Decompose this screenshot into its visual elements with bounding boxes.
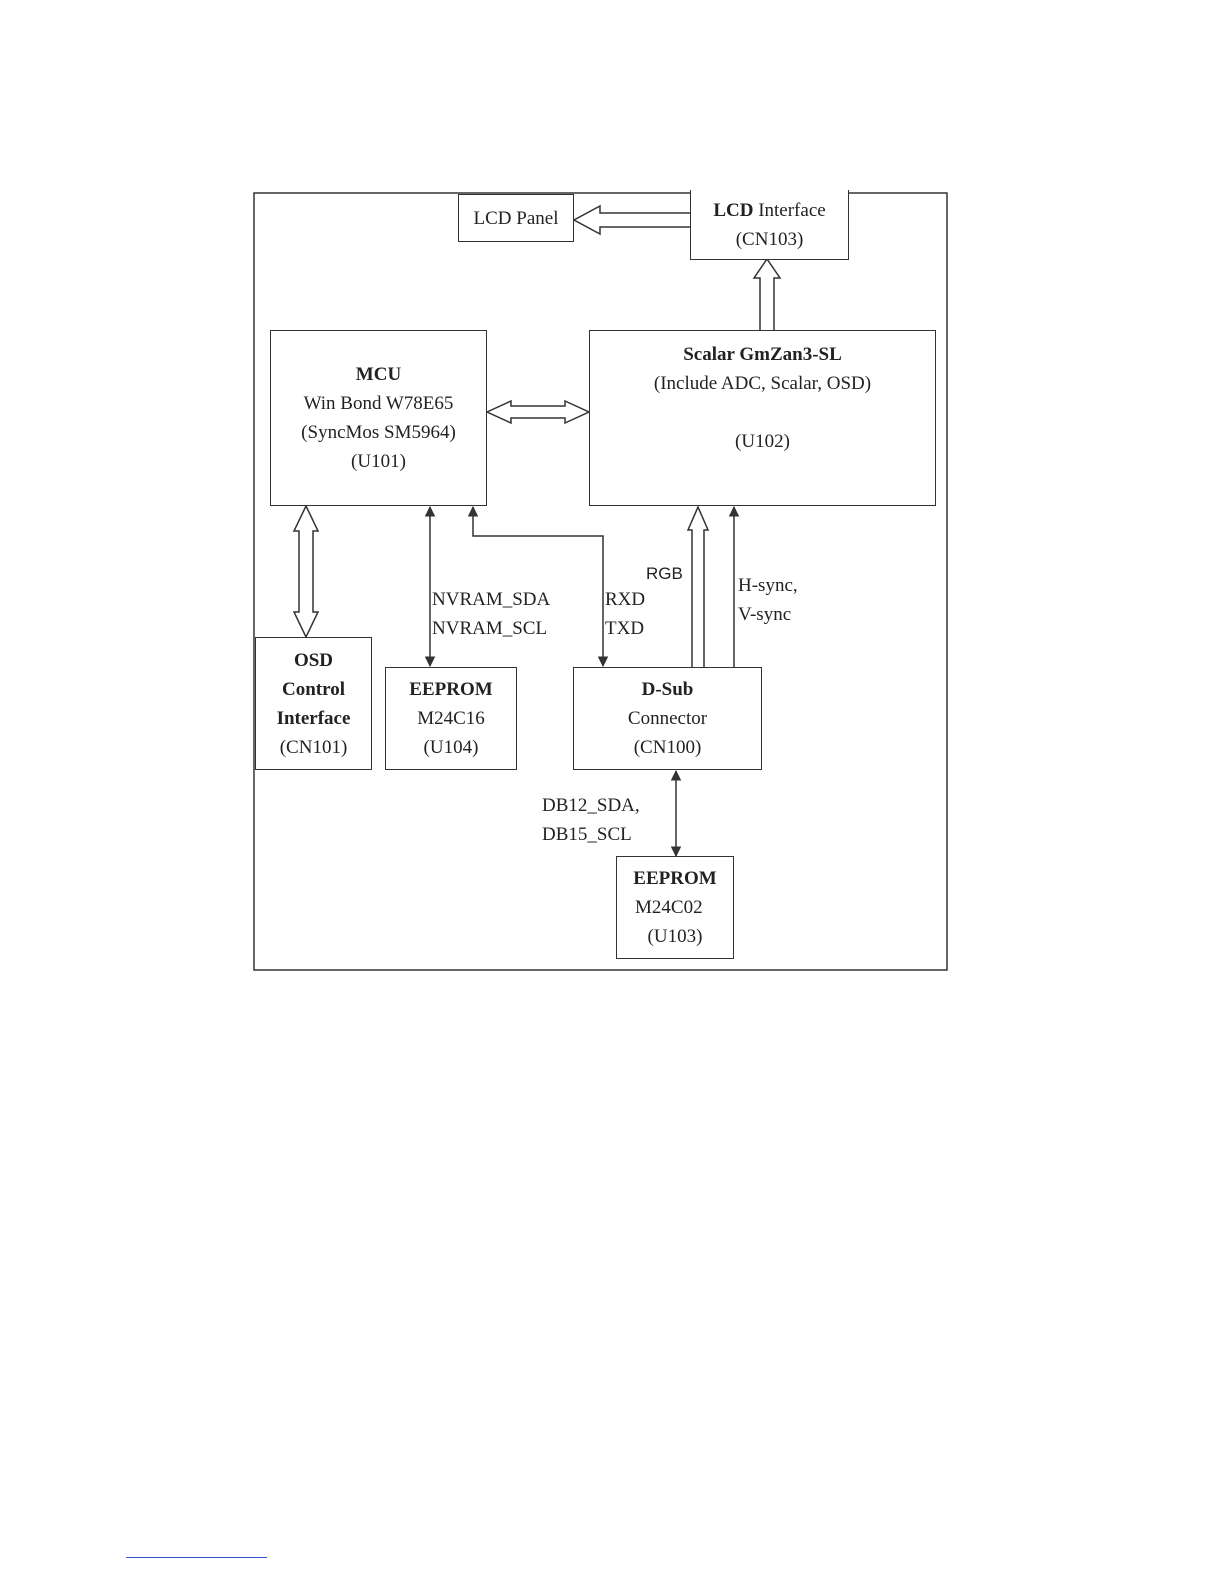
eeprom-u104-ref: (U104) (424, 733, 479, 762)
dsub-line-1: Connector (628, 704, 707, 733)
signal-txd: TXD (605, 614, 644, 643)
mcu-title: MCU (356, 360, 401, 389)
arrow-scalar-to-lcd-interface (754, 259, 780, 331)
eeprom-u104-part: M24C16 (417, 704, 485, 733)
signal-nvram-sda: NVRAM_SDA (432, 585, 550, 614)
block-lcd-panel: LCD Panel (458, 194, 574, 242)
block-eeprom-u103: EEPROM M24C02 (U103) (616, 856, 734, 959)
signal-db12-sda: DB12_SDA, (542, 791, 640, 820)
dsub-line-2: (CN100) (634, 733, 702, 762)
block-mcu: MCU Win Bond W78E65 (SyncMos SM5964) (U1… (270, 330, 487, 506)
footnote-rule (126, 1557, 267, 1558)
lcd-interface-title: LCD (713, 200, 753, 221)
eeprom-u103-part: M24C02 (617, 893, 703, 922)
mcu-line-2: (SyncMos SM5964) (301, 418, 456, 447)
osd-ref: (CN101) (280, 733, 348, 762)
arrow-mcu-scalar-bus (487, 401, 589, 423)
osd-title-2: Control (282, 675, 345, 704)
scalar-line-2: (U102) (735, 427, 790, 456)
arrow-dsub-scalar-rgb (688, 507, 708, 668)
block-eeprom-u104: EEPROM M24C16 (U104) (385, 667, 517, 770)
arrow-mcu-osd (294, 506, 318, 637)
block-lcd-interface: LCD Interface (CN103) (690, 190, 849, 260)
signal-db15-scl: DB15_SCL (542, 820, 632, 849)
lcd-panel-label: LCD Panel (474, 204, 559, 233)
mcu-line-3: (U101) (351, 447, 406, 476)
signal-hsync: H-sync, (738, 571, 798, 600)
signal-nvram-scl: NVRAM_SCL (432, 614, 547, 643)
signal-rxd: RXD (605, 585, 645, 614)
arrow-lcd-interface-to-panel (574, 206, 692, 234)
lcd-interface-title-suffix: Interface (753, 200, 825, 221)
scalar-line-1: (Include ADC, Scalar, OSD) (654, 369, 871, 398)
eeprom-u104-title: EEPROM (409, 675, 492, 704)
dsub-title: D-Sub (642, 675, 694, 704)
diagram-frame (254, 193, 947, 970)
eeprom-u103-ref: (U103) (648, 922, 703, 951)
scalar-title: Scalar GmZan3-SL (683, 340, 842, 369)
block-scalar: Scalar GmZan3-SL (Include ADC, Scalar, O… (589, 330, 936, 506)
lcd-interface-ref: (CN103) (736, 225, 804, 254)
block-dsub-connector: D-Sub Connector (CN100) (573, 667, 762, 770)
osd-title-1: OSD (294, 646, 333, 675)
eeprom-u103-title: EEPROM (633, 864, 716, 893)
osd-title-3: Interface (277, 704, 351, 733)
signal-rgb: RGB (646, 559, 683, 588)
mcu-line-1: Win Bond W78E65 (304, 389, 454, 418)
signal-vsync: V-sync (738, 600, 791, 629)
block-osd-control-interface: OSD Control Interface (CN101) (255, 637, 372, 770)
